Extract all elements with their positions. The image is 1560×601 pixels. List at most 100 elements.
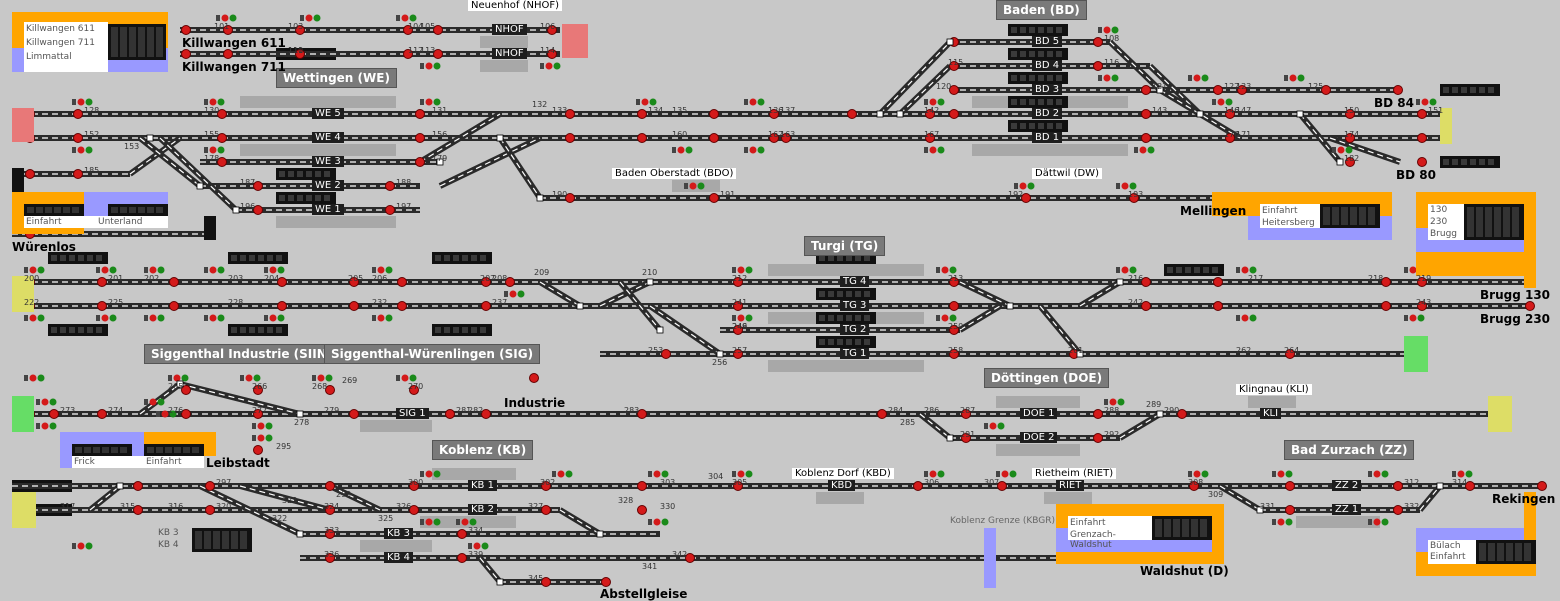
signal-number: 237 (492, 298, 508, 307)
route-button (1020, 51, 1026, 57)
signal-lamp (49, 409, 59, 419)
signal-lamp (1345, 133, 1355, 143)
panel-item[interactable]: Killwangen 611 (26, 24, 95, 34)
signal-aspect-red (1277, 470, 1285, 478)
panel-item[interactable]: Heitersberg (1262, 218, 1315, 228)
signal-mast (1236, 267, 1240, 273)
signal-number: 279 (324, 406, 340, 415)
route-button (258, 327, 264, 333)
panel-item[interactable]: Einfahrt (146, 457, 182, 467)
signal-lamp (733, 349, 743, 359)
platform (996, 396, 1080, 408)
panel-item[interactable]: Killwangen 711 (26, 38, 95, 48)
route-button (1488, 159, 1494, 165)
signal-number: 250 (948, 322, 964, 331)
route-button (69, 255, 75, 261)
panel-item[interactable]: Brugg (1430, 229, 1458, 239)
signal-aspect-green (949, 266, 957, 274)
panel-item[interactable]: Einfahrt (26, 217, 62, 227)
route-button-block[interactable] (108, 204, 168, 216)
track-name-kb1: KB 1 (468, 480, 497, 491)
signal-lamp (1189, 481, 1199, 491)
panel-item[interactable]: Einfahrt (1430, 552, 1466, 562)
route-button-block[interactable] (192, 528, 252, 552)
signal-aspect-green (37, 374, 45, 382)
signal-lamp (433, 25, 443, 35)
track-rail (499, 137, 541, 199)
signal-number: 191 (720, 190, 736, 199)
platform (480, 60, 528, 72)
signal-number: 202 (144, 274, 160, 283)
signal-aspect-red (425, 98, 433, 106)
signal-aspect-green (409, 14, 417, 22)
panel-item[interactable]: Bülach (1430, 541, 1461, 551)
panel-item[interactable]: Einfahrt (1070, 518, 1106, 528)
signal-number: 137 (780, 106, 796, 115)
signal-lamp (253, 205, 263, 215)
panel-item[interactable]: 130 (1430, 205, 1448, 215)
signal-aspect-red (1001, 470, 1009, 478)
signal-lamp (1381, 301, 1391, 311)
route-button-block[interactable] (1476, 540, 1536, 564)
route-button-block[interactable] (144, 444, 204, 456)
signal-number: 192 (1008, 190, 1024, 199)
signal-lamp (169, 301, 179, 311)
signal-number: 307 (984, 478, 1000, 487)
signal-aspect-green (517, 290, 525, 298)
route-button (1056, 27, 1062, 33)
route-button-block[interactable] (108, 24, 166, 60)
signal-lamp (169, 277, 179, 287)
route-button (96, 255, 102, 261)
signal-mast (1212, 99, 1216, 105)
signal-number: 155 (204, 130, 220, 139)
panel-item[interactable]: Einfahrt (1262, 206, 1298, 216)
route-button (297, 195, 303, 201)
signal-number: 266 (252, 382, 268, 391)
signal-number: 104 (408, 22, 424, 31)
signal-number: 322 (272, 514, 288, 523)
route-button-block[interactable] (1152, 516, 1212, 540)
signal-mast (1134, 147, 1138, 153)
track-segment (598, 279, 652, 309)
signal-lamp (181, 409, 191, 419)
signal-number: 314 (1452, 478, 1468, 487)
signal-lamp (949, 109, 959, 119)
signal-lamp (325, 385, 335, 395)
signal-aspect-red (209, 146, 217, 154)
signal-mast (1368, 471, 1372, 477)
route-button-block[interactable] (1320, 204, 1380, 228)
route-button (1038, 75, 1044, 81)
track-rail (619, 281, 661, 331)
signal-number: 188 (396, 178, 412, 187)
track-name-tg3: TG 3 (840, 300, 870, 311)
route-button (1038, 27, 1044, 33)
signal-number: 308 (1188, 478, 1204, 487)
signal-aspect-green (385, 266, 393, 274)
track-name-sig1: SIG 1 (396, 408, 429, 419)
route-button (231, 327, 237, 333)
route-button-block[interactable] (1464, 204, 1524, 240)
panel-item[interactable]: Grenzach-Waldshut (1070, 530, 1116, 550)
signal-mast (1368, 519, 1372, 525)
panel-item[interactable]: Limmattal (26, 52, 72, 62)
endpoint-industrie: Industrie (504, 396, 566, 410)
panel-item[interactable]: Frick (74, 457, 95, 467)
switch-point (1196, 110, 1204, 118)
signal-lamp (277, 277, 287, 287)
signal-aspect-red (557, 470, 565, 478)
station-tag-nhof: Neuenhof (NHOF) (468, 0, 563, 11)
panel-item[interactable]: Unterland (98, 217, 143, 227)
platform (972, 144, 1128, 156)
signal-number: 179 (432, 154, 448, 163)
signal-lamp (1141, 277, 1151, 287)
switch-point (116, 482, 124, 490)
signal-number: 112 (408, 46, 424, 55)
switch-point (1156, 410, 1164, 418)
signal-mast (1404, 315, 1408, 321)
route-button-block[interactable] (24, 204, 84, 216)
route-button (60, 327, 66, 333)
signal-number: 133 (552, 106, 568, 115)
route-button-block[interactable] (72, 444, 132, 456)
panel-item[interactable]: 230 (1430, 217, 1448, 227)
panel-label-box: Einfahrt (144, 456, 204, 468)
